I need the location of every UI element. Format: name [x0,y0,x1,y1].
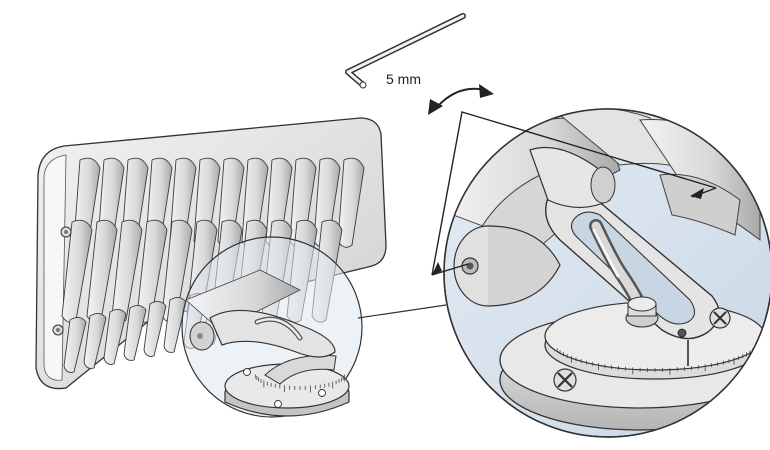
alignment-mark [677,328,687,338]
cooling-fin [83,313,107,369]
pointer-arrow-icon [431,111,717,276]
hex-key-icon [345,13,466,89]
angle-scale [255,374,345,393]
magnified-detail [443,108,770,438]
pivot-mount [189,309,350,417]
cooling-fin [143,301,167,357]
cooling-fin [123,305,147,361]
angle-scale-magnified [556,348,754,375]
cooling-fin [103,309,127,365]
cable-gland-nut [625,296,659,328]
cooling-fin [63,317,87,373]
double-rotate-arrow-icon [428,84,494,115]
cooling-fin [163,297,187,353]
leader-line [357,304,447,319]
cooling-fin [337,157,365,248]
phillips-screw-icon [709,307,731,329]
mounting-bolt [52,324,64,336]
phillips-screw-icon [553,368,577,392]
mounting-bolt [60,226,72,238]
wrench-size-label: 5 mm [386,71,421,87]
